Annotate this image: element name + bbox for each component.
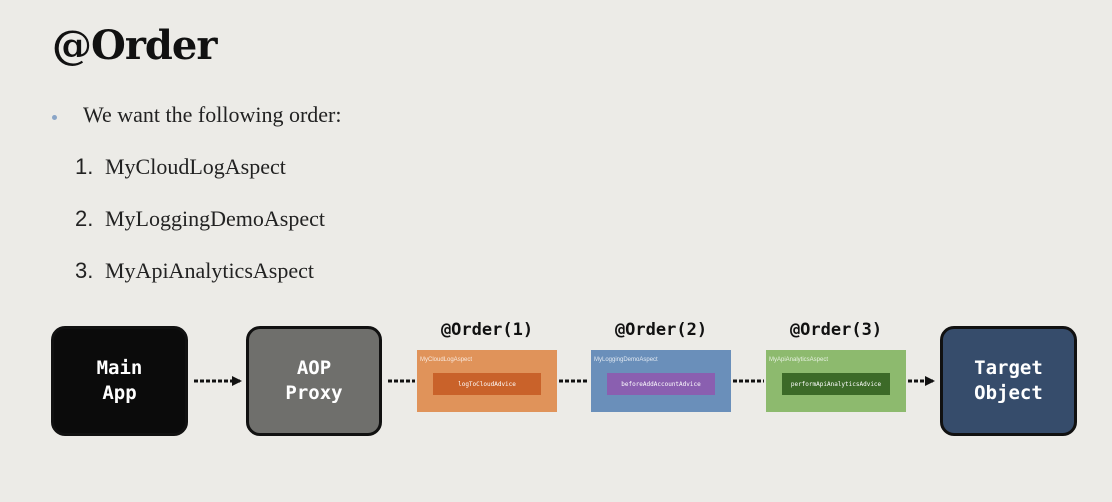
list-number: 3.: [75, 258, 94, 283]
order-list: 1. MyCloudLogAspect 2. MyLoggingDemoAspe…: [75, 154, 325, 310]
bullet-item: We want the following order:: [52, 102, 342, 128]
advice-box: performApiAnalyticsAdvice: [782, 373, 890, 395]
advice-box: beforeAddAccountAdvice: [607, 373, 715, 395]
aspect-name: MyApiAnalyticsAspect: [769, 357, 829, 363]
list-aspect-name: MyLoggingDemoAspect: [105, 206, 325, 231]
aspect-name: MyLoggingDemoAspect: [594, 357, 658, 363]
list-number: 2.: [75, 206, 94, 231]
list-item: 2. MyLoggingDemoAspect: [75, 206, 325, 258]
slide-title: @Order: [52, 22, 217, 69]
order-annotation-1: @Order(1): [440, 320, 534, 340]
list-item: 1. MyCloudLogAspect: [75, 154, 325, 206]
advice-box: logToCloudAdvice: [433, 373, 541, 395]
order-annotation-3: @Order(3): [789, 320, 883, 340]
aspect-name: MyCloudLogAspect: [420, 357, 473, 363]
bullet-text: We want the following order:: [83, 102, 342, 127]
list-item: 3. MyApiAnalyticsAspect: [75, 258, 325, 310]
main-app-box: Main App: [51, 326, 188, 436]
order-annotation-2: @Order(2): [614, 320, 708, 340]
aspect-box-cloud-log: MyCloudLogAspect logToCloudAdvice: [417, 350, 557, 412]
aspect-box-logging-demo: MyLoggingDemoAspect beforeAddAccountAdvi…: [591, 350, 731, 412]
target-object-box: Target Object: [940, 326, 1077, 436]
aspect-box-api-analytics: MyApiAnalyticsAspect performApiAnalytics…: [766, 350, 906, 412]
aop-proxy-box: AOP Proxy: [246, 326, 382, 436]
list-aspect-name: MyApiAnalyticsAspect: [105, 258, 314, 283]
bullet-dot-icon: [52, 114, 57, 120]
list-aspect-name: MyCloudLogAspect: [105, 154, 286, 179]
list-number: 1.: [75, 154, 94, 179]
